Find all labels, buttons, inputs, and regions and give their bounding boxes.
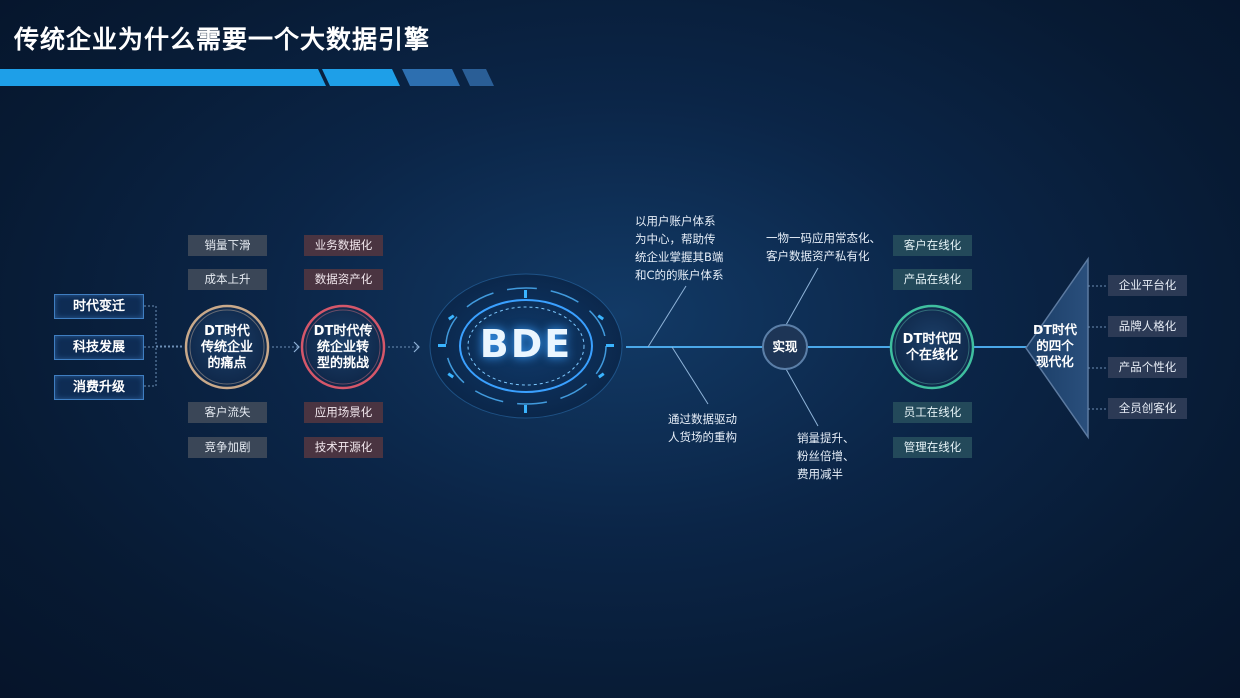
arrow-icon	[293, 341, 300, 353]
modernization-label: DT时代 的四个 现代化	[1033, 322, 1077, 369]
bde-core	[429, 273, 623, 419]
factor-era-change: 时代变迁	[54, 294, 144, 319]
challenge-item: 应用场景化	[304, 402, 383, 423]
realize-circle	[762, 324, 808, 370]
modernization-item: 品牌人格化	[1108, 316, 1187, 337]
modernization-connectors	[1088, 285, 1108, 410]
note-one-code: 一物一码应用常态化、 客户数据资产私有化	[766, 231, 881, 263]
challenge-item: 技术开源化	[304, 437, 383, 458]
modernization-item: 全员创客化	[1108, 398, 1187, 419]
realize-label: 实现	[772, 339, 798, 354]
challenge-item: 业务数据化	[304, 235, 383, 256]
online-item: 管理在线化	[893, 437, 972, 458]
pain-point-item: 成本上升	[188, 269, 267, 290]
modernization-item: 企业平台化	[1108, 275, 1187, 296]
note-connectors	[647, 267, 819, 427]
note-data-driven: 通过数据驱动 人货场的重构	[668, 412, 737, 444]
pain-points-circle	[184, 304, 270, 390]
online-item: 产品在线化	[893, 269, 972, 290]
online-circle	[889, 304, 975, 390]
online-item: 客户在线化	[893, 235, 972, 256]
pain-points-label: DT时代 传统企业 的痛点	[200, 324, 253, 371]
title-stripes	[0, 69, 494, 86]
factor-consumption-upgrade: 消费升级	[54, 375, 144, 400]
pain-point-item: 销量下滑	[188, 235, 267, 256]
note-account-system: 以用户账户体系 为中心，帮助传 统企业掌握其B端 和C的的账户体系	[635, 214, 724, 282]
modernization-triangle	[1025, 256, 1089, 440]
online-label: DT时代四 个在线化	[902, 332, 962, 363]
bde-label: BDE	[479, 322, 573, 366]
challenges-label: DT时代传 统企业转 型的挑战	[313, 324, 373, 371]
arrow-icon	[413, 341, 420, 353]
note-results: 销量提升、 粉丝倍增、 费用减半	[797, 431, 855, 481]
pain-point-item: 客户流失	[188, 402, 267, 423]
online-item: 员工在线化	[893, 402, 972, 423]
modernization-item: 产品个性化	[1108, 357, 1187, 378]
challenge-item: 数据资产化	[304, 269, 383, 290]
challenges-circle	[300, 304, 386, 390]
pain-point-item: 竞争加剧	[188, 437, 267, 458]
factor-connectors	[144, 305, 420, 387]
page-title: 传统企业为什么需要一个大数据引擎	[14, 25, 431, 54]
factor-tech-development: 科技发展	[54, 335, 144, 360]
